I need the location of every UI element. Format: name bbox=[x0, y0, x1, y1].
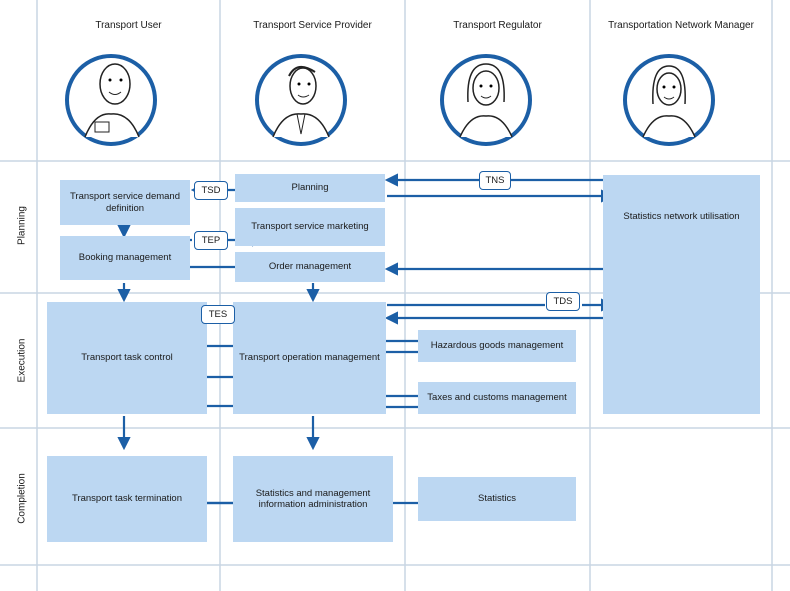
regulator-avatar bbox=[440, 54, 532, 146]
box-stats-admin: Statistics and management information ad… bbox=[233, 456, 393, 542]
tag-tds: TDS bbox=[546, 292, 580, 311]
tag-tns: TNS bbox=[479, 171, 511, 190]
box-taxes-customs: Taxes and customs management bbox=[418, 382, 576, 414]
box-task-control: Transport task control bbox=[47, 302, 207, 414]
tag-tsd: TSD bbox=[194, 181, 228, 200]
box-planning: Planning bbox=[235, 174, 385, 202]
box-task-termination: Transport task termination bbox=[47, 456, 207, 542]
service-provider-avatar bbox=[255, 54, 347, 146]
column-title-service-provider: Transport Service Provider bbox=[253, 20, 372, 31]
network-manager-avatar bbox=[623, 54, 715, 146]
column-title-transport-user: Transport User bbox=[95, 20, 162, 31]
row-label-execution: Execution bbox=[16, 338, 28, 383]
row-label-completion: Completion bbox=[16, 473, 28, 524]
box-statistics-network: Statistics network utilisation bbox=[603, 175, 760, 414]
box-booking-management: Booking management bbox=[60, 236, 190, 280]
box-service-marketing: Transport service marketing bbox=[235, 208, 385, 246]
box-operation-management: Transport operation management bbox=[233, 302, 386, 414]
box-order-management: Order management bbox=[235, 252, 385, 282]
transport-user-avatar bbox=[65, 54, 157, 146]
box-statistics: Statistics bbox=[418, 477, 576, 521]
tag-tes: TES bbox=[201, 305, 235, 324]
column-title-regulator: Transport Regulator bbox=[453, 20, 542, 31]
row-label-planning: Planning bbox=[16, 206, 28, 245]
box-demand-definition: Transport service demand definition bbox=[60, 180, 190, 225]
tag-tep: TEP bbox=[194, 231, 228, 250]
box-hazardous-goods: Hazardous goods management bbox=[418, 330, 576, 362]
column-title-network-manager: Transportation Network Manager bbox=[608, 20, 754, 31]
